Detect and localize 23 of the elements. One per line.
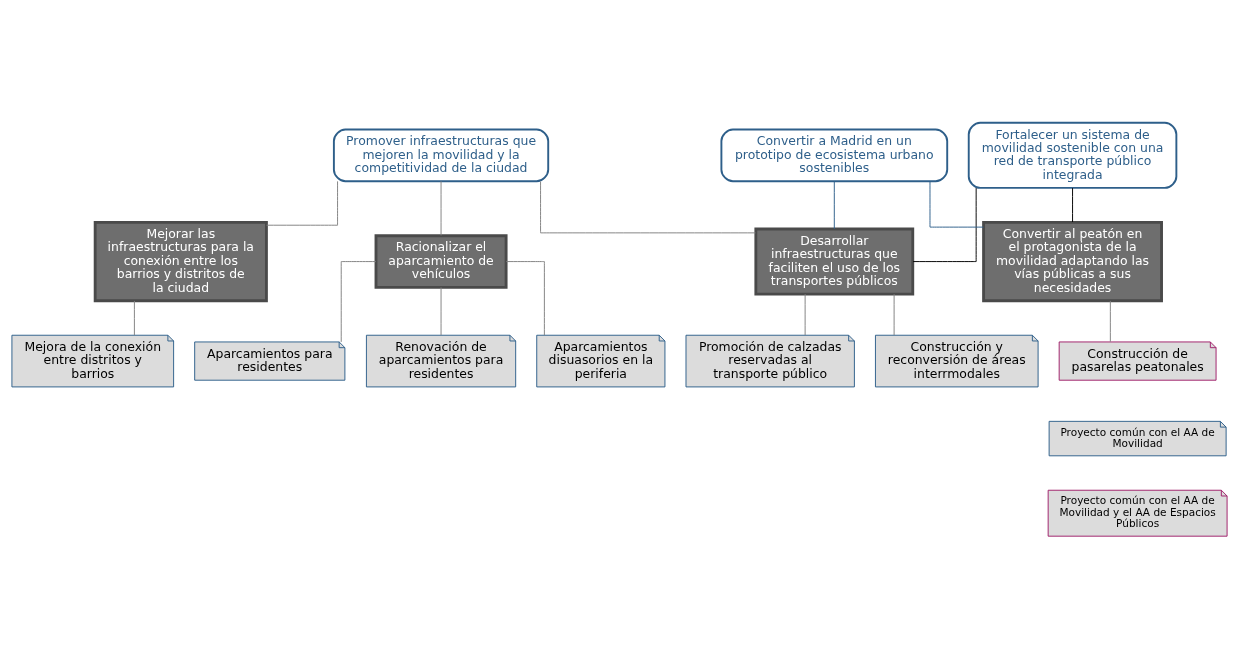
connector (804, 293, 806, 336)
node-box: Desarrollar infraestructuras que faciliten el uso de los transportes públicos (754, 227, 915, 296)
connector (893, 293, 895, 336)
connector (266, 180, 339, 226)
connector (133, 300, 135, 336)
connector (440, 180, 442, 236)
connector (833, 180, 835, 230)
legend-label: Proyecto común con el AA de Movilidad y el AA de Espacios Públicos (1059, 494, 1216, 530)
node-box: Mejorar las infraestructuras para la conexión entre los barrios y distritos de la ciudad (93, 220, 268, 303)
node-box: Convertir a Madrid en un prototipo de ecosistema urbano sostenibles (720, 128, 949, 183)
connector (929, 180, 984, 228)
node-box: Convertir al peatón en el protagonista de la movilidad adaptando las vías públicas a sus necesidades (982, 220, 1163, 303)
connector (440, 286, 442, 336)
connector (505, 261, 545, 336)
connector (912, 187, 977, 263)
connector (1109, 300, 1111, 343)
connector (1072, 187, 1074, 223)
connector (540, 181, 757, 234)
legend-label: Proyecto común con el AA de Movilidad (1060, 425, 1215, 449)
connector (340, 261, 377, 343)
node-box: Promover infraestructuras que mejoren la movilidad y la competitividad de la ciudad (332, 128, 550, 183)
node-box: Racionalizar el aparcamiento de vehículos (374, 234, 508, 289)
node-box: Fortalecer un sistema de movilidad sostenible con una red de transporte público integrada (967, 121, 1178, 189)
